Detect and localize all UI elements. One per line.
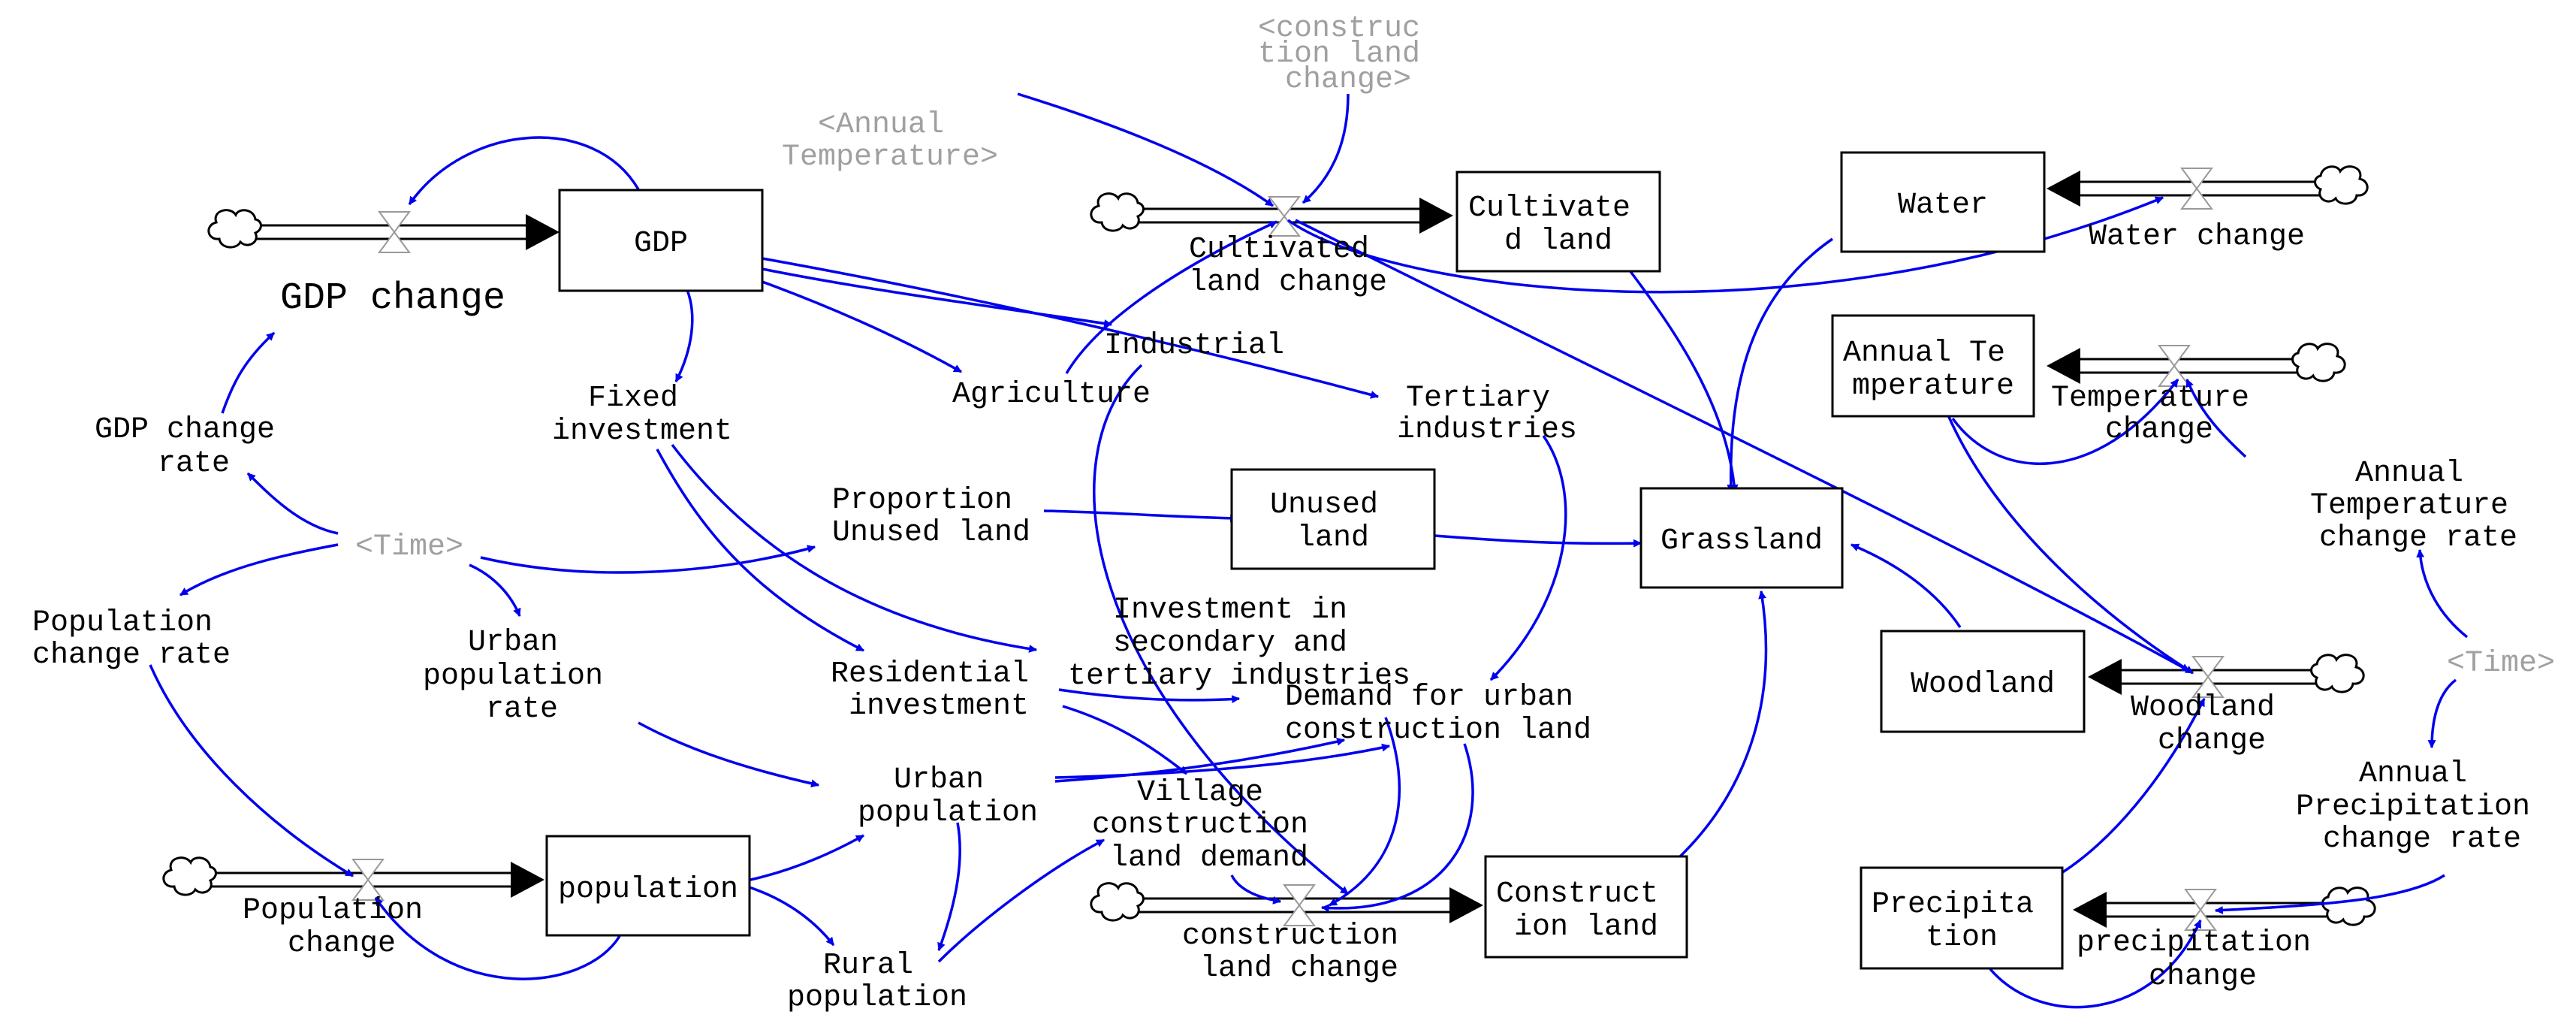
gdp-change-label: GDP change — [280, 277, 505, 320]
annual-precipitation-change-rate-label: Annual Precipitation change rate — [2296, 757, 2548, 856]
cloud-icon — [162, 856, 217, 896]
annual-temperature-change-rate-label: Annual Temperature change rate — [2310, 457, 2526, 555]
water-change-valve — [2180, 168, 2213, 210]
cloud-icon — [1090, 192, 1145, 232]
gdp-stock — [558, 189, 764, 292]
cultivated-land-change-label: Cultivated land change — [1189, 233, 1387, 300]
rural-population-label: Rural population — [787, 949, 967, 1015]
residential-investment-label: Residential investment — [831, 657, 1047, 723]
woodland-change-label: Woodland change — [2131, 691, 2293, 758]
precipitation-label: Precipita tion — [1872, 888, 2052, 955]
source-clouds — [162, 165, 2376, 926]
causal-links — [149, 92, 2469, 1009]
cultivated-land-label: Cultivate d land — [1468, 192, 1648, 258]
shadow-time-right-label: <Time> — [2447, 647, 2555, 681]
demand-urban-construction-land-label: Demand for urban construction land — [1285, 681, 1591, 748]
population-change-rate-label: Population change rate — [32, 606, 231, 672]
construction-land-change-label: construction land change — [1182, 920, 1416, 986]
stocks: GDP Cultivate d land Water Annual Te mpe… — [545, 151, 2086, 970]
investment-secondary-tertiary-label: Investment in secondary and tertiary ind… — [1068, 594, 1410, 693]
water-stock — [1840, 151, 2046, 253]
annual-temperature-label: Annual Te mperature — [1843, 337, 2023, 403]
agriculture-label: Agriculture — [952, 378, 1151, 412]
shadow-construction-land-change-label: <construc tion land change> — [1258, 12, 1438, 97]
gdp-change-valve — [378, 211, 411, 253]
cloud-icon — [2310, 654, 2365, 693]
cloud-icon — [1090, 882, 1145, 922]
population-change-label: Population change — [243, 894, 441, 961]
temperature-change-label: Temperature change — [2051, 382, 2267, 447]
tertiary-industries-label: Tertiary industries — [1397, 382, 1577, 447]
construction-land-stock — [1484, 855, 1688, 959]
unused-land-stock — [1230, 468, 1436, 570]
annual-temperature-stock — [1831, 314, 2035, 418]
woodland-label: Woodland — [1911, 668, 2055, 702]
woodland-stock — [1880, 630, 2086, 733]
cloud-icon — [2314, 165, 2369, 205]
temperature-change-valve — [2158, 345, 2191, 387]
precipitation-stock — [1860, 866, 2064, 970]
proportion-unused-land-label: Proportion Unused land — [832, 484, 1030, 550]
auxiliary-variables: GDP change rate Fixed investment Agricul… — [32, 329, 2548, 1015]
fixed-investment-label: Fixed investment — [552, 382, 732, 449]
cultivated-land-stock — [1455, 171, 1661, 273]
grassland-label: Grassland — [1661, 524, 1823, 558]
shadow-variables: <Annual Temperature> <construc tion land… — [355, 12, 2555, 681]
woodland-change-valve — [2191, 656, 2225, 698]
gdp-change-rate-label: GDP change rate — [95, 413, 293, 481]
construction-land-change-valve — [1283, 884, 1316, 926]
cloud-icon — [2321, 886, 2376, 926]
flow-valves — [351, 168, 2225, 931]
cloud-icon — [2291, 343, 2346, 382]
water-change-label: Water change — [2089, 220, 2305, 254]
urban-population-rate-label: Urban population rate — [423, 626, 621, 726]
grassland-stock — [1639, 487, 1844, 589]
construction-land-label: Construct ion land — [1496, 877, 1676, 944]
cloud-icon — [207, 209, 262, 249]
unused-land-label: Unused land — [1270, 488, 1396, 555]
flow-labels: GDP change Cultivated land change Water … — [243, 220, 2329, 994]
cultivated-land-change-valve — [1267, 196, 1302, 237]
urban-population-label: Urban population — [858, 763, 1038, 830]
flow-pipes — [210, 171, 2328, 928]
shadow-time-left-label: <Time> — [355, 530, 463, 564]
population-change-valve — [351, 859, 385, 901]
gdp-label: GDP — [634, 227, 688, 261]
precipitation-change-valve — [2184, 889, 2217, 931]
population-label: population — [558, 873, 738, 907]
industrial-label: Industrial — [1104, 329, 1284, 363]
water-label: Water — [1898, 189, 1988, 222]
shadow-annual-temperature-label: <Annual Temperature> — [782, 108, 998, 174]
village-construction-land-demand-label: Village construction land demand — [1092, 776, 1326, 875]
precipitation-change-label: precipitation change — [2077, 926, 2329, 994]
population-stock — [545, 835, 751, 937]
